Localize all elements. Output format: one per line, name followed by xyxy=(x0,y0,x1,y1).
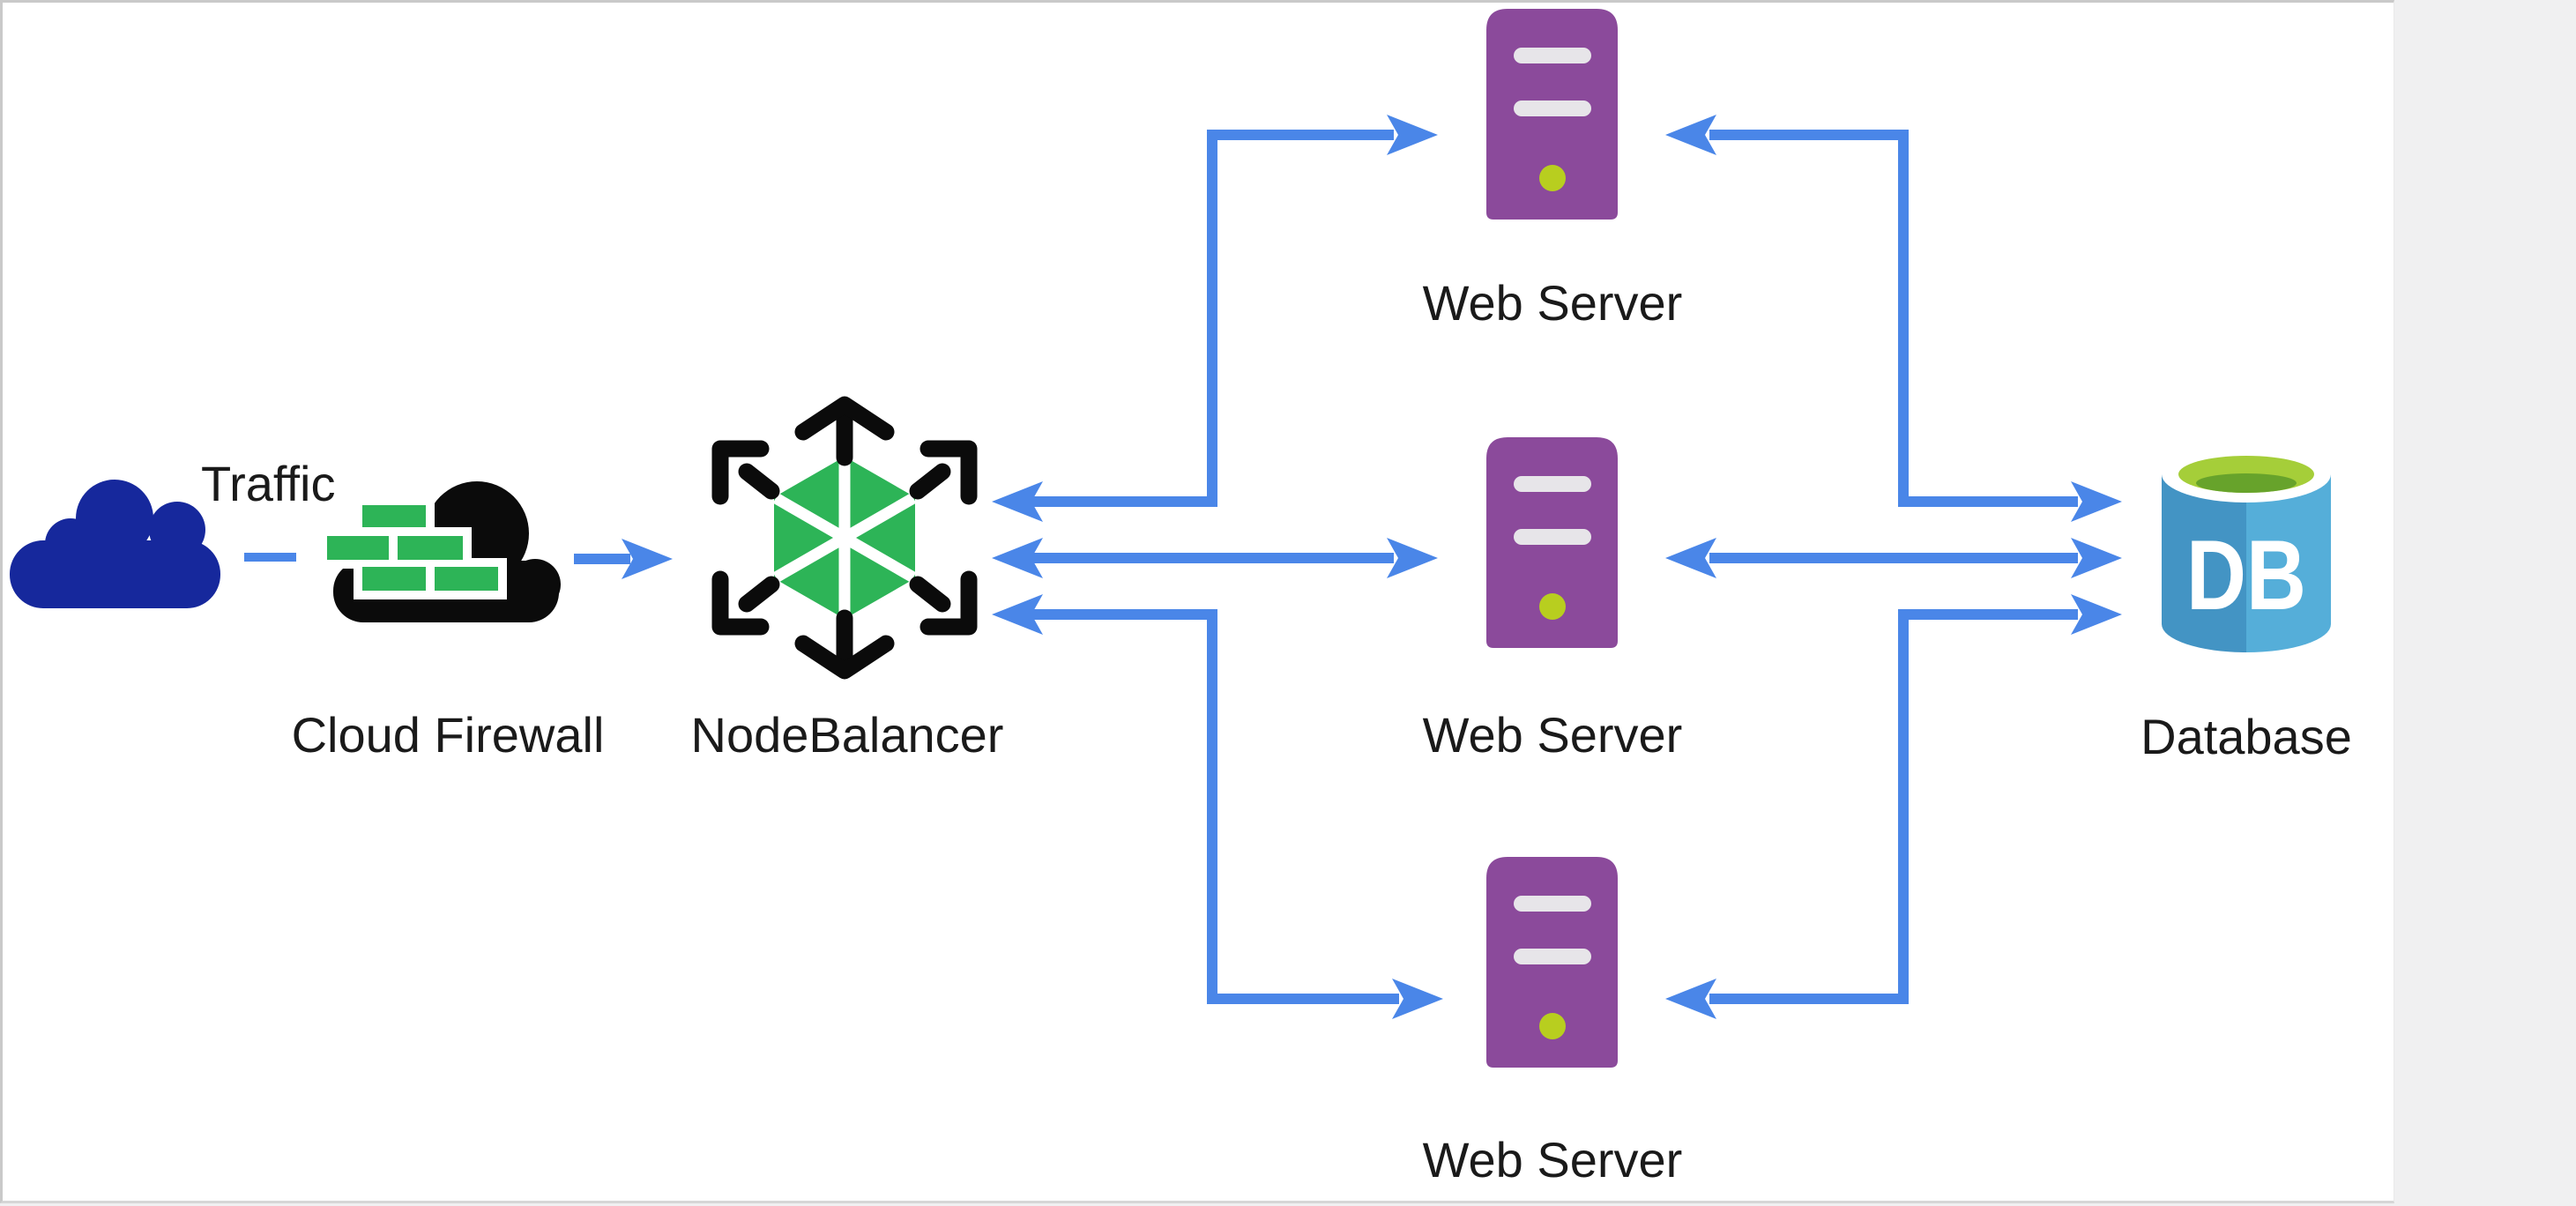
web-server-top-label: Web Server xyxy=(1423,275,1683,331)
cloud-firewall-node: Cloud Firewall xyxy=(292,481,605,763)
cloud-firewall-icon xyxy=(318,481,561,622)
traffic-cloud-icon xyxy=(10,480,220,608)
nodebalancer-node: NodeBalancer xyxy=(691,396,1004,763)
nodebalancer-hexagon-dividers xyxy=(772,458,917,617)
traffic-node: Traffic xyxy=(10,456,335,608)
database-node: DB Database xyxy=(2140,446,2352,764)
database-top-inner-shadow xyxy=(2196,473,2297,493)
web-server-icon xyxy=(1486,9,1618,220)
web-server-middle-node: Web Server xyxy=(1423,437,1683,763)
nodebalancer-radial-arrows xyxy=(711,396,978,680)
nodebalancer-icon xyxy=(711,396,978,680)
firewall-bricks xyxy=(327,505,498,591)
link-nodebalancer-webserver-top xyxy=(992,115,1438,522)
diagram-canvas: Traffic xyxy=(0,0,2394,1203)
link-nodebalancer-webserver-bottom xyxy=(992,594,1443,1019)
database-badge: DB xyxy=(2186,520,2306,630)
link-webserver-middle-database xyxy=(1665,538,2122,578)
database-cylinder-body xyxy=(2162,474,2331,652)
traffic-label: Traffic xyxy=(201,456,335,511)
link-nodebalancer-webserver-middle xyxy=(992,538,1438,578)
link-webserver-bottom-database xyxy=(1665,594,2122,1019)
web-server-icon xyxy=(1486,437,1618,648)
web-server-top-node: Web Server xyxy=(1423,9,1683,331)
web-server-bottom-node: Web Server xyxy=(1423,857,1683,1187)
arrow-firewall-to-nodebalancer xyxy=(574,539,673,579)
database-icon: DB xyxy=(2162,446,2331,652)
cloud-firewall-label: Cloud Firewall xyxy=(292,707,605,763)
web-server-bottom-label: Web Server xyxy=(1423,1132,1683,1187)
database-label: Database xyxy=(2140,709,2352,764)
web-server-icon xyxy=(1486,857,1618,1068)
web-server-middle-label: Web Server xyxy=(1423,707,1683,763)
link-webserver-top-database xyxy=(1665,115,2122,522)
nodebalancer-label: NodeBalancer xyxy=(691,707,1004,763)
